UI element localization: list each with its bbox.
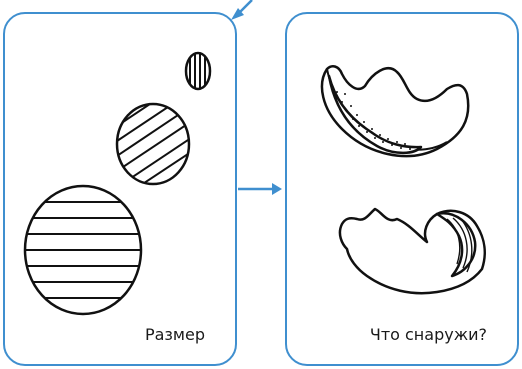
large-ellipse xyxy=(20,186,145,314)
outside-panel: Что снаружи? xyxy=(285,12,519,366)
size-caption: Размер xyxy=(145,325,205,344)
size-illustration xyxy=(5,14,239,368)
shell-fragment xyxy=(322,66,468,156)
peel-curl xyxy=(340,209,485,293)
small-ellipse xyxy=(186,49,210,94)
medium-ellipse xyxy=(105,94,197,209)
outside-caption: Что снаружи? xyxy=(370,325,487,344)
outside-illustration xyxy=(287,14,521,368)
size-panel: Размер xyxy=(3,12,237,366)
